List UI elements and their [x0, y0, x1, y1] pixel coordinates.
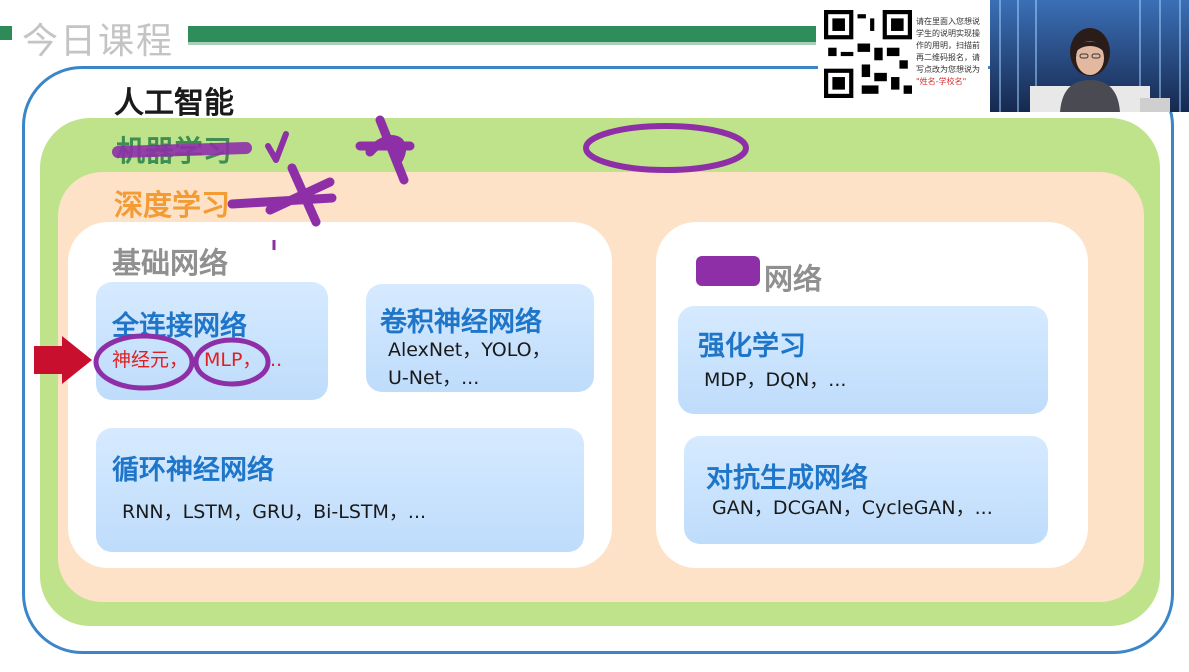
qr-caption-line-1: 请在里面入您想说: [916, 17, 980, 26]
header-bar-underline: [188, 42, 816, 45]
fc-item-more: ...: [264, 349, 283, 371]
card-gan-title: 对抗生成网络: [706, 463, 868, 494]
basic-networks-title: 基础网络: [112, 246, 229, 280]
card-cnn-title: 卷积神经网络: [380, 307, 542, 338]
cnn-examples-line1: AlexNet，YOLO，: [388, 339, 551, 361]
card-gan: [684, 436, 1048, 544]
advanced-networks-title: 网络: [764, 262, 823, 296]
presenter-image: [990, 0, 1189, 112]
card-reinforcement-learning: [678, 306, 1048, 414]
qr-code-icon: [824, 10, 912, 98]
card-cnn: [366, 284, 594, 392]
header-accent-square: [0, 26, 12, 40]
qr-overlay: 请在里面入您想说 学生的说明实现操 作的用明，扫描前 再二维码报名，请 写点改为…: [818, 6, 988, 104]
qr-caption-line-3: 作的用明，扫描前: [916, 41, 980, 50]
qr-caption-line-4: 再二维码报名，请: [916, 53, 980, 62]
header-bar: [188, 26, 816, 42]
dl-title: 深度学习: [114, 188, 231, 222]
page-title: 今日课程: [22, 21, 175, 62]
card-reinforcement-learning-title: 强化学习: [698, 331, 806, 362]
fc-item-mlp: MLP，: [204, 349, 262, 371]
qr-caption-line-5: 写点改为您想说为: [916, 65, 980, 74]
qr-caption-line-2: 学生的说明实现操: [916, 29, 980, 38]
rl-examples: MDP，DQN，...: [704, 369, 847, 391]
gan-examples: GAN，DCGAN，CycleGAN，...: [712, 497, 993, 519]
card-rnn-title: 循环神经网络: [112, 455, 274, 486]
qr-caption: 请在里面入您想说 学生的说明实现操 作的用明，扫描前 再二维码报名，请 写点改为…: [916, 16, 984, 88]
ai-title: 人工智能: [114, 86, 234, 121]
card-rnn: [96, 428, 584, 552]
qr-caption-highlight: "姓名-学校名": [916, 77, 967, 86]
ml-title: 机器学习: [116, 134, 233, 168]
cnn-examples-line2: U-Net，...: [388, 367, 480, 389]
card-fully-connected-title: 全连接网络: [112, 311, 247, 342]
webcam-feed: [990, 0, 1189, 112]
fc-item-neuron: 神经元，: [112, 349, 189, 371]
rnn-examples: RNN，LSTM，GRU，Bi-LSTM，...: [122, 501, 427, 523]
